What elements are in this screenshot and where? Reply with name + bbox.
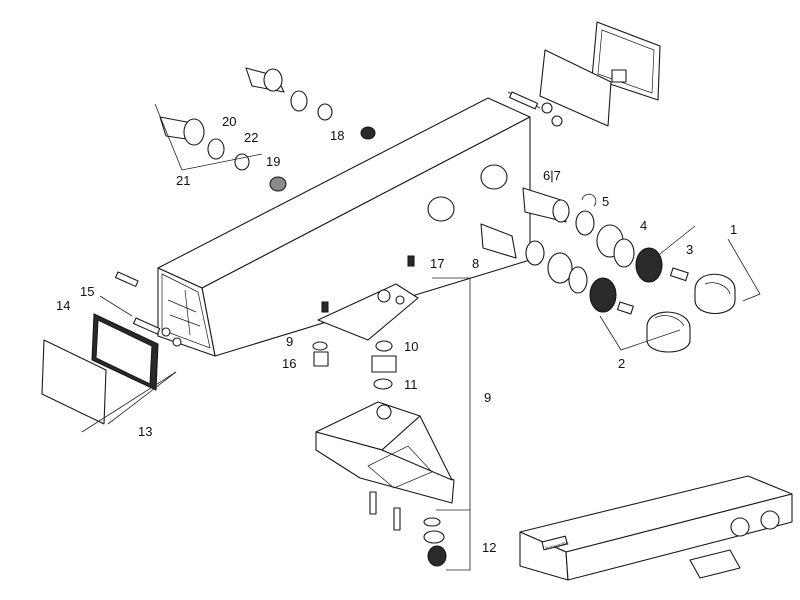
callout-9-top: 9 bbox=[286, 334, 293, 349]
volume-knob bbox=[616, 301, 691, 353]
product-badge-text: hansgrohe bbox=[545, 540, 570, 552]
left-connector-group bbox=[154, 103, 287, 192]
housing-body bbox=[157, 97, 531, 357]
callout-9-right: 9 bbox=[484, 390, 491, 405]
wall-plate-outer bbox=[41, 339, 107, 425]
wall-screws bbox=[115, 271, 182, 347]
callout-5: 5 bbox=[602, 194, 609, 209]
callout-20: 20 bbox=[222, 114, 236, 129]
callout-1: 1 bbox=[730, 222, 737, 237]
callout-21: 21 bbox=[176, 173, 190, 188]
callout-8: 8 bbox=[472, 256, 479, 271]
volume-cartridge bbox=[480, 223, 617, 313]
callout-19: 19 bbox=[266, 154, 280, 169]
callout-12: 12 bbox=[482, 540, 496, 555]
spout-body bbox=[315, 401, 455, 504]
fitting-10-11 bbox=[371, 340, 397, 390]
callout-4: 4 bbox=[640, 218, 647, 233]
pin-17 bbox=[407, 255, 415, 267]
thermostat-cartridge bbox=[522, 187, 663, 283]
spout-mount-plate bbox=[317, 283, 419, 341]
upper-connector-18 bbox=[245, 67, 376, 140]
aerator-12 bbox=[423, 517, 447, 567]
callout-3: 3 bbox=[686, 242, 693, 257]
temperature-knob bbox=[669, 267, 736, 314]
callout-18: 18 bbox=[330, 128, 344, 143]
callout-14: 14 bbox=[56, 298, 70, 313]
callout-2: 2 bbox=[618, 356, 625, 371]
fitting-16 bbox=[312, 341, 329, 367]
callout-22: 22 bbox=[244, 130, 258, 145]
callout-13: 13 bbox=[138, 424, 152, 439]
clip-ring-5 bbox=[581, 193, 597, 207]
callout-6-7: 6|7 bbox=[543, 168, 561, 183]
callout-17: 17 bbox=[430, 256, 444, 271]
product-photo bbox=[519, 475, 793, 581]
callout-16: 16 bbox=[282, 356, 296, 371]
callout-15: 15 bbox=[80, 284, 94, 299]
wall-plate-gasket bbox=[91, 313, 159, 391]
cover-screw bbox=[507, 91, 563, 127]
spout-screws bbox=[369, 491, 401, 531]
cover-plate bbox=[539, 49, 612, 127]
callout-11: 11 bbox=[404, 377, 418, 392]
callout-10: 10 bbox=[404, 339, 418, 354]
